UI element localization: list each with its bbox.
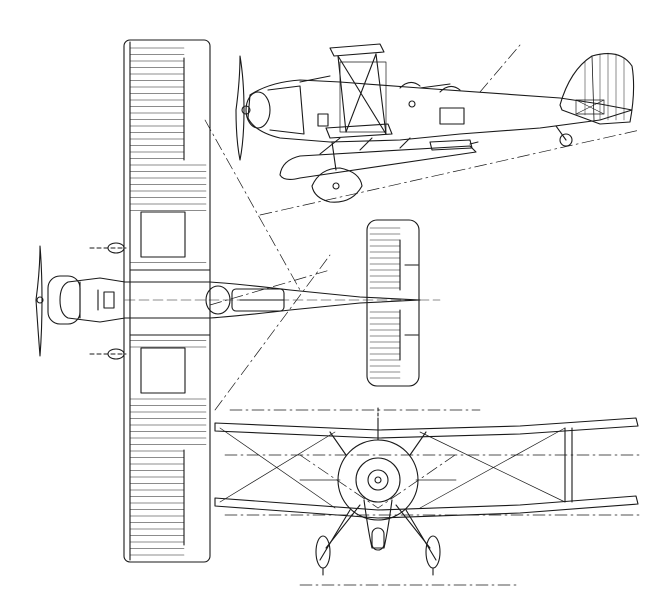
plan-wing-ribs: [130, 48, 206, 555]
side-float: [280, 146, 476, 179]
front-lower-wing: [215, 496, 638, 518]
plan-view: [36, 40, 440, 562]
projection-lines: [205, 45, 640, 585]
side-propeller: [236, 56, 244, 160]
front-left-float: [316, 536, 330, 568]
front-right-float: [426, 536, 440, 568]
plan-fuselage: [60, 278, 420, 322]
plan-upper-wing: [124, 40, 210, 562]
front-view: [215, 408, 638, 575]
side-view: [236, 44, 634, 202]
side-upper-wing: [330, 44, 384, 56]
front-upper-wing: [215, 418, 638, 438]
plan-propeller: [36, 246, 42, 356]
plan-tailplane: [367, 220, 419, 386]
